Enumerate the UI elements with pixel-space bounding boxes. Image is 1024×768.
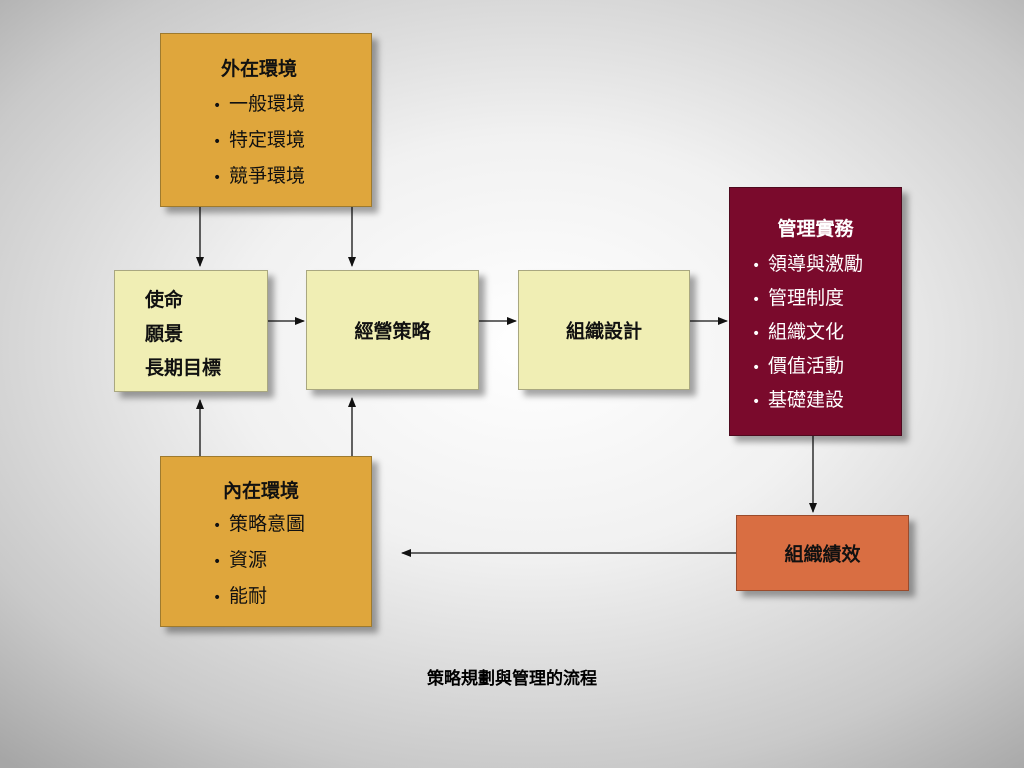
- management-practice-list: •領導與激勵 •管理制度 •組織文化 •價值活動 •基礎建設: [752, 248, 863, 418]
- management-practice-title: 管理實務: [777, 218, 854, 240]
- org-performance-label: 組織績效: [784, 543, 861, 566]
- business-strategy-label: 經營策略: [354, 320, 431, 343]
- bullet-icon: •: [752, 292, 761, 308]
- diagram-caption: 策略規劃與管理的流程: [427, 669, 597, 689]
- vision-label: 願景: [145, 323, 184, 345]
- internal-environment-list: •策略意圖 •資源 •能耐: [213, 507, 305, 615]
- long-term-goal-label: 長期目標: [145, 357, 222, 379]
- external-environment-title: 外在環境: [221, 58, 298, 80]
- bullet-icon: •: [213, 554, 222, 570]
- list-item: •競爭環境: [213, 159, 305, 195]
- list-item: •領導與激勵: [752, 248, 863, 282]
- bullet-icon: •: [752, 258, 761, 274]
- list-item: •能耐: [213, 579, 305, 615]
- external-environment-box: 外在環境 •一般環境 •特定環境 •競爭環境: [160, 33, 372, 207]
- bullet-icon: •: [752, 360, 761, 376]
- org-design-box: 組織設計: [518, 270, 690, 390]
- list-item: •策略意圖: [213, 507, 305, 543]
- business-strategy-box: 經營策略: [306, 270, 479, 390]
- mission-vision-box: 使命 願景 長期目標: [114, 270, 268, 392]
- org-performance-box: 組織績效: [736, 515, 909, 591]
- external-environment-list: •一般環境 •特定環境 •競爭環境: [213, 87, 305, 195]
- list-item: •資源: [213, 543, 305, 579]
- internal-environment-title: 內在環境: [223, 480, 300, 502]
- bullet-icon: •: [213, 590, 222, 606]
- bullet-icon: •: [213, 518, 222, 534]
- list-item: •組織文化: [752, 316, 863, 350]
- internal-environment-box: 內在環境 •策略意圖 •資源 •能耐: [160, 456, 372, 627]
- management-practice-box: 管理實務 •領導與激勵 •管理制度 •組織文化 •價值活動 •基礎建設: [729, 187, 902, 436]
- bullet-icon: •: [752, 326, 761, 342]
- list-item: •一般環境: [213, 87, 305, 123]
- list-item: •管理制度: [752, 282, 863, 316]
- bullet-icon: •: [213, 98, 222, 114]
- list-item: •特定環境: [213, 123, 305, 159]
- list-item: •基礎建設: [752, 384, 863, 418]
- bullet-icon: •: [213, 170, 222, 186]
- bullet-icon: •: [752, 394, 761, 410]
- mission-label: 使命: [145, 289, 184, 311]
- bullet-icon: •: [213, 134, 222, 150]
- list-item: •價值活動: [752, 350, 863, 384]
- org-design-label: 組織設計: [565, 320, 642, 343]
